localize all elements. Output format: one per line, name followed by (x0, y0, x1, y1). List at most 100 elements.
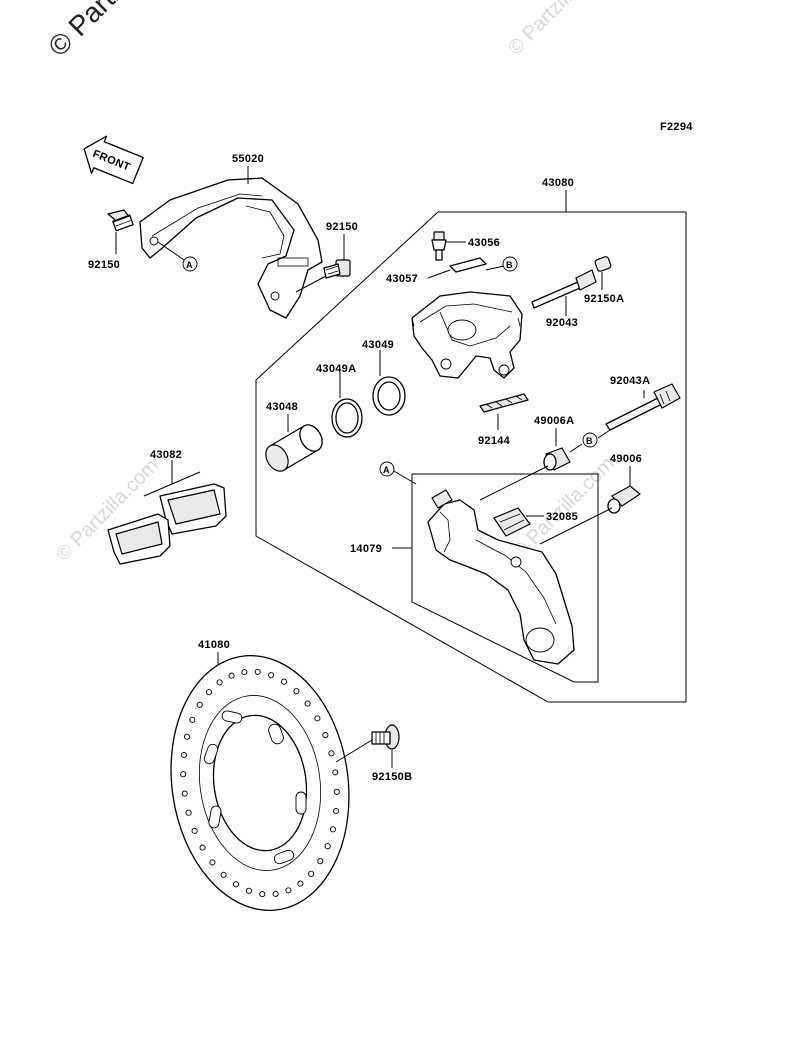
label-92150A: 92150A (584, 293, 624, 305)
part-43048-piston (265, 424, 323, 472)
label-43048: 43048 (266, 401, 298, 413)
disc-vent-hole (268, 672, 275, 679)
part-92144-spring (479, 393, 529, 413)
disc-vent-hole (241, 669, 248, 676)
part-41080-brake-disc (170, 655, 350, 911)
label-49006A: 49006A (534, 415, 574, 427)
label-92150-right: 92150 (326, 221, 358, 233)
watermark-top-right: © Partzilla.com (504, 0, 615, 60)
part-92043A-pin (605, 383, 681, 431)
disc-vent-hole (199, 844, 206, 851)
disc-vent-hole (245, 887, 252, 894)
label-92150B: 92150B (372, 771, 412, 783)
label-49006: 49006 (610, 453, 642, 465)
part-14079-bracket (427, 489, 575, 665)
alignment-line-lower (539, 507, 613, 545)
part-92150A-plug (594, 256, 612, 272)
label-92043A: 92043A (610, 375, 650, 387)
part-32085-pad-spring (493, 507, 531, 537)
label-43082: 43082 (150, 449, 182, 461)
part-43082-pad-rear (159, 483, 227, 535)
disc-vent-hole (259, 891, 266, 898)
callout-A-bracket2-text: A (383, 465, 390, 475)
callout-A-bracket2 (379, 461, 395, 477)
disc-vent-hole (324, 843, 331, 850)
leader-92150B-path (335, 739, 373, 763)
leader-92150-bolt-path (295, 275, 327, 293)
part-92043-pin (531, 269, 597, 309)
disc-vent-hole (216, 679, 223, 686)
watermark-top-left: © Partzi (42, 0, 135, 62)
part-49006A-boot (543, 447, 571, 471)
disc-mount-slots (203, 710, 307, 865)
disc-vent-hole (185, 809, 192, 816)
label-43057: 43057 (386, 273, 418, 285)
disc-vent-hole (191, 827, 198, 834)
disc-vent-hole (189, 716, 196, 723)
disc-vent-hole (228, 672, 235, 679)
part-43049-seal (372, 376, 406, 416)
part-43057-cap (449, 257, 487, 273)
leader-A-bracket2 (391, 469, 417, 485)
disc-vent-hole (281, 678, 288, 685)
label-92043: 92043 (546, 317, 578, 329)
label-55020: 55020 (232, 153, 264, 165)
disc-vent-hole (332, 769, 339, 776)
disc-vent-hole (209, 859, 216, 866)
leader-43057 (427, 269, 451, 279)
disc-vent-hole (333, 807, 340, 815)
part-92150B-bolt (371, 724, 400, 750)
label-43080: 43080 (542, 177, 574, 189)
disc-vent-hole (220, 871, 227, 878)
assembly-frame-43080 (255, 211, 687, 703)
leader-B-mid (597, 429, 611, 439)
disc-vent-hole (322, 732, 329, 739)
label-43049A: 43049A (316, 363, 356, 375)
callout-A-bracket (182, 256, 198, 272)
disc-vent-hole (329, 826, 337, 833)
disc-vent-hole (180, 751, 187, 759)
callout-B-top-text: B (506, 260, 513, 270)
part-caliper-body (411, 291, 523, 379)
disc-vent-hole (304, 700, 311, 707)
part-92150-left-bolt (107, 209, 134, 232)
figure-code: F2294 (660, 121, 693, 133)
disc-vent-hole (181, 790, 188, 797)
callout-B-mid-text: B (586, 436, 593, 446)
disc-vent-holes (180, 668, 340, 898)
label-43049: 43049 (362, 339, 394, 351)
disc-vent-hole (297, 880, 304, 887)
part-43082-pad-front (107, 513, 171, 565)
disc-vent-hole (232, 881, 239, 888)
disc-vent-hole (328, 750, 335, 757)
alignment-line-upper (479, 465, 549, 501)
callout-A-bracket-text: A (186, 260, 193, 270)
disc-vent-hole (308, 870, 315, 877)
label-32085: 32085 (546, 511, 578, 523)
disc-vent-hole (196, 701, 203, 708)
part-43049A-seal (331, 398, 363, 438)
callout-B-top (502, 256, 518, 272)
label-41080: 41080 (198, 639, 230, 651)
callout-B-mid (582, 432, 598, 448)
disc-vent-hole (205, 689, 212, 696)
part-55020-guard (139, 177, 323, 319)
subframe-14079 (411, 473, 599, 683)
disc-vent-hole (317, 858, 324, 865)
label-43056: 43056 (468, 237, 500, 249)
leader-A-bracket (157, 241, 185, 261)
label-92150-left: 92150 (88, 259, 120, 271)
disc-vent-hole (272, 890, 279, 897)
disc-vent-hole (180, 771, 187, 778)
disc-vent-hole (333, 788, 340, 795)
disc-vent-hole (293, 688, 300, 695)
leader-B-top (485, 265, 505, 271)
part-43056-bleeder (431, 231, 447, 261)
front-arrow-icon: FRONT (83, 135, 144, 185)
disc-vent-hole (254, 668, 261, 675)
disc-vent-hole (285, 887, 292, 894)
label-92144: 92144 (478, 435, 511, 447)
leader-49006A-B (569, 443, 583, 453)
